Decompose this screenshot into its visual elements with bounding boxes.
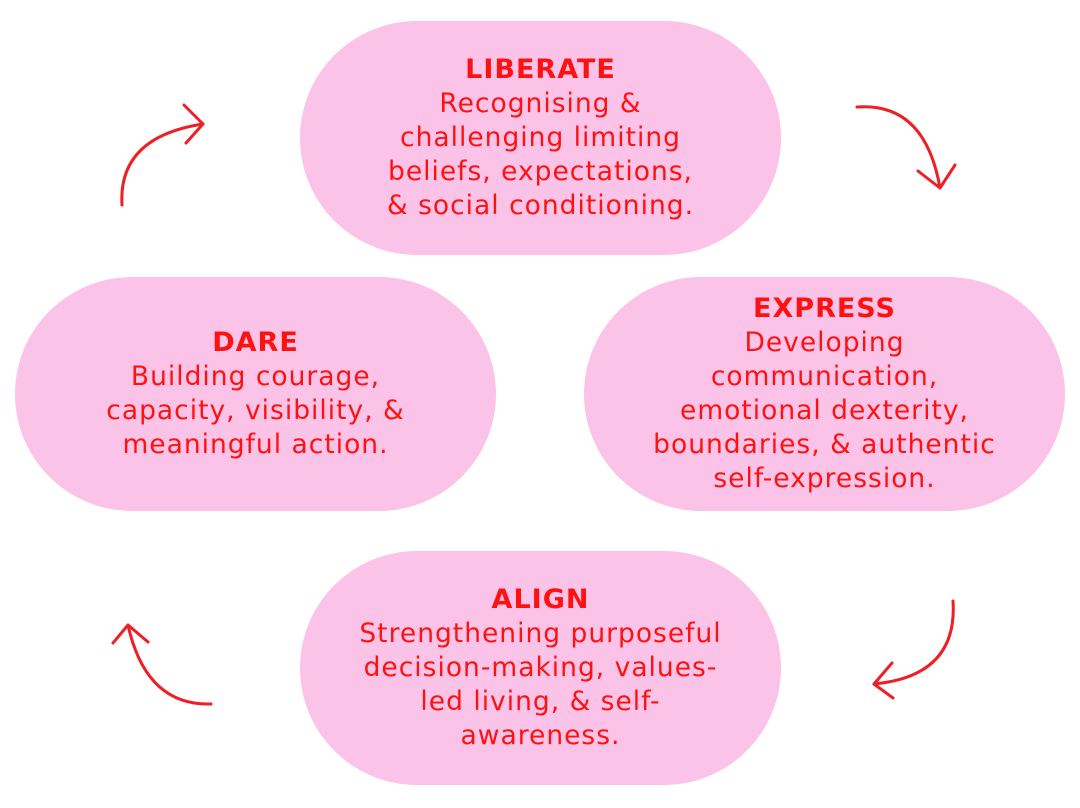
stage-dare-line: meaningful action. [122,429,389,460]
stage-liberate-line: beliefs, expectations, [388,156,693,187]
stage-liberate-line: challenging limiting [400,122,681,153]
stage-align-line: led living, & self- [420,686,661,717]
arrow-express-to-align-icon [872,599,955,700]
stage-express-line: boundaries, & authentic [653,429,996,460]
stage-liberate: LIBERATE Recognising & challenging limit… [300,21,781,255]
stage-align-line: Strengthening purposeful [359,618,722,649]
stage-dare-line: Building courage, [130,361,381,392]
stage-express-line: self-expression. [713,463,936,494]
arrow-liberate-to-express-icon [855,105,957,190]
stage-liberate-line: Recognising & [439,88,642,119]
stage-align-line: awareness. [460,720,621,751]
stage-dare-line: capacity, visibility, & [106,395,405,426]
stage-align-line: decision-making, values- [363,652,718,683]
stage-liberate-line: & social conditioning. [387,190,694,221]
stage-express-line: communication, [710,361,939,392]
stage-express-title: EXPRESS [753,293,896,324]
stage-express-line: Developing [744,327,905,358]
arrow-align-to-dare-icon [111,623,213,706]
stage-liberate-title: LIBERATE [465,54,616,85]
stage-express-line: emotional dexterity, [680,395,969,426]
stage-dare: DARE Building courage, capacity, visibil… [15,277,496,511]
arrow-dare-to-liberate-icon [120,103,205,207]
stage-express: EXPRESS Developing communication, emotio… [584,277,1065,511]
stage-align: ALIGN Strengthening purposeful decision-… [300,551,781,785]
stage-align-title: ALIGN [491,584,590,615]
stage-dare-title: DARE [212,327,299,358]
